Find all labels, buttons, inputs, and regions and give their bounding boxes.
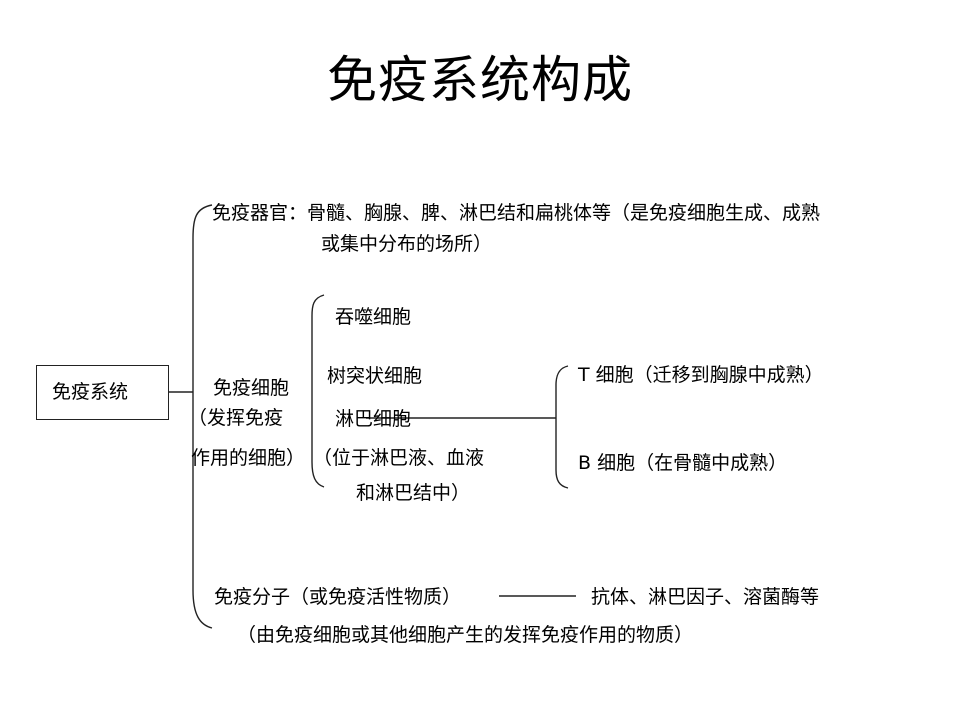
- b-cell-label: B 细胞（在骨髓中成熟）: [578, 452, 788, 474]
- root-label: 免疫系统: [52, 381, 129, 403]
- cell-item-phagocyte: 吞噬细胞: [335, 306, 412, 328]
- molecules-examples: 抗体、淋巴因子、溶菌酶等: [591, 586, 820, 608]
- cells-label-3: 作用的细胞）: [191, 447, 306, 469]
- organs-line-1: 免疫器官：骨髓、胸腺、脾、淋巴结和扁桃体等（是免疫细胞生成、成熟: [212, 202, 821, 224]
- main-bracket: [192, 204, 213, 629]
- molecules-line-1: 免疫分子（或免疫活性物质）: [214, 586, 462, 608]
- slide-title: 免疫系统构成: [327, 51, 633, 109]
- tb-bracket: [555, 365, 569, 489]
- t-cell-label: T 细胞（迁移到胸腺中成熟）: [578, 364, 824, 386]
- cell-item-dendritic: 树突状细胞: [327, 365, 423, 387]
- organs-line-2: 或集中分布的场所）: [321, 233, 493, 255]
- lymph-note-1: （位于淋巴液、血液: [313, 447, 485, 469]
- cells-label-2: （发挥免疫: [188, 407, 284, 429]
- cells-label-1: 免疫细胞: [213, 377, 290, 399]
- root-node: 免疫系统: [36, 365, 169, 420]
- cell-item-lymphocyte: 淋巴细胞: [335, 408, 412, 430]
- cells-bracket: [311, 294, 325, 488]
- lymph-note-2: 和淋巴结中）: [356, 482, 471, 504]
- molecules-line-2: （由免疫细胞或其他细胞产生的发挥免疫作用的物质）: [237, 624, 694, 646]
